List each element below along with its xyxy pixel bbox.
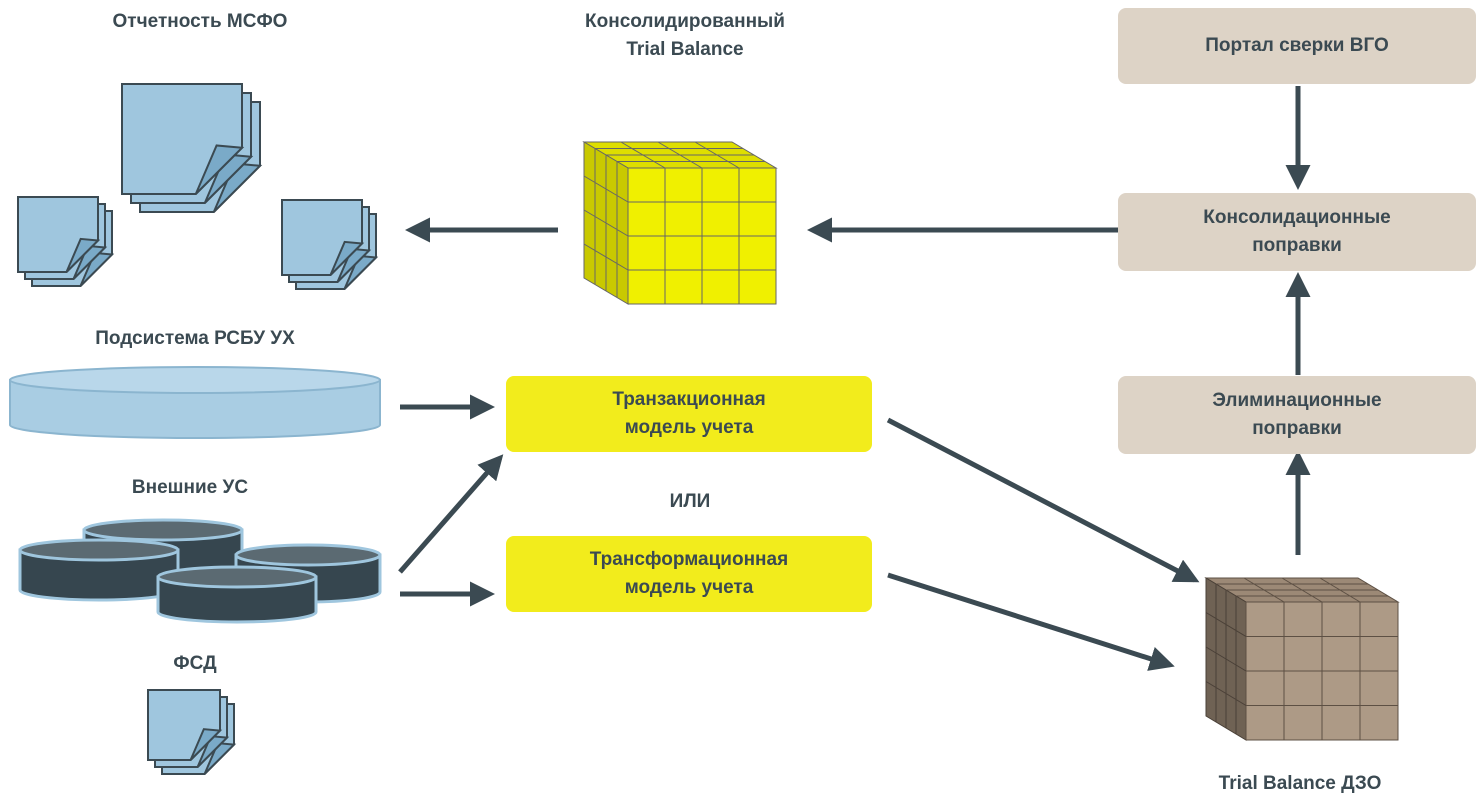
external-systems-icon <box>18 518 382 624</box>
arrows <box>398 86 1311 671</box>
tb-dzo-cube-icon <box>1204 577 1400 741</box>
or-label: ИЛИ <box>669 491 711 512</box>
arrow-transformation-to-tbdzo <box>887 572 1175 671</box>
fsd-documents-icon <box>147 689 237 775</box>
elimination-adjustments-box: Элиминационные поправки <box>1118 376 1476 454</box>
ifrs-reporting-label: Отчетность МСФО <box>112 11 288 32</box>
arrow-transaction-to-tbdzo <box>886 417 1200 583</box>
consolidated-tb-label: Консолидированный Trial Balance <box>585 11 785 60</box>
arrow-external-to-transaction <box>398 454 504 574</box>
tb-dzo-label: Trial Balance ДЗО <box>1218 773 1382 794</box>
external-systems-label: Внешние УС <box>131 477 249 498</box>
ifrs-documents-icon <box>17 83 379 290</box>
consolidation-adjustments-box: Консолидационные поправки <box>1118 193 1476 271</box>
vgo-portal-box: Портал сверки ВГО <box>1118 8 1476 84</box>
fsd-label: ФСД <box>173 653 217 674</box>
consolidated-tb-cube-icon <box>582 141 778 305</box>
transformation-model-box: Трансформационная модель учета <box>506 536 872 612</box>
transaction-model-box: Транзакционная модель учета <box>506 376 872 452</box>
rsbu-subsystem-label: Подсистема РСБУ УХ <box>95 328 295 349</box>
rsbu-database-icon <box>9 366 381 439</box>
